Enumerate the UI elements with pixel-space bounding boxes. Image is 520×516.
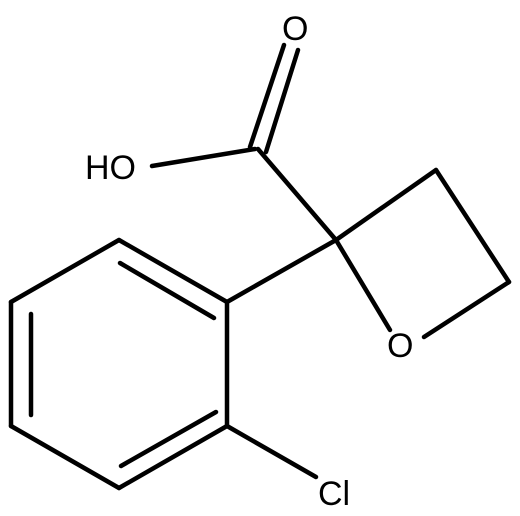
bond-c-ocarbonyl-2	[263, 47, 301, 155]
bond-c-ocarbonyl-1	[247, 42, 287, 150]
bond-ring-c4-o	[421, 279, 512, 340]
bond-c2-aryl	[224, 237, 339, 305]
bond-ring-c3-c4	[433, 167, 512, 285]
hydroxyl-label: HO	[85, 149, 136, 187]
bond-c-quaternary	[255, 146, 339, 243]
ring-oxygen-label: O	[387, 327, 413, 365]
bond-ring-c2-c3	[333, 167, 439, 243]
bond-benzene-5-inner	[118, 409, 219, 469]
bond-benzene-5	[116, 423, 230, 491]
carbonyl-oxygen-label: O	[282, 10, 308, 48]
bond-c-oh	[149, 146, 258, 169]
bond-benzene-1-inner	[117, 260, 217, 321]
bond-benzene-2	[8, 237, 122, 305]
bond-aryl-cl	[224, 423, 319, 480]
bond-benzene-1	[116, 237, 230, 305]
bond-benzene-4	[8, 423, 122, 491]
bond-ring-o-c2	[333, 237, 393, 333]
chlorine-label: Cl	[318, 475, 350, 513]
